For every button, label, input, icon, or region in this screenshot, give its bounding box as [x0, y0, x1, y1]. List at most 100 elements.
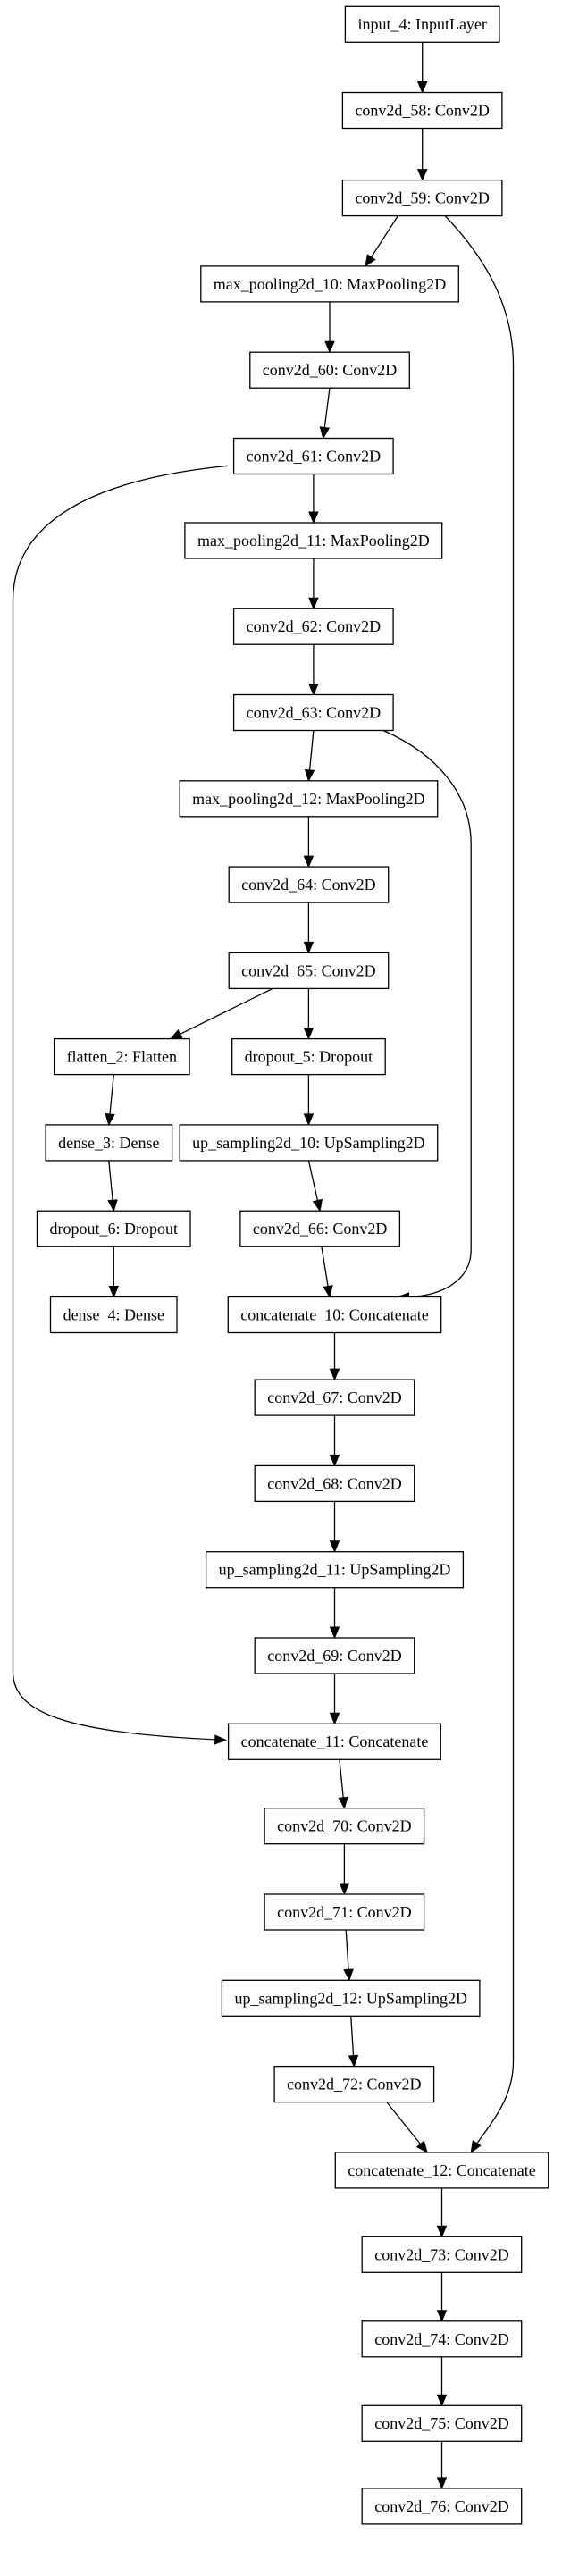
edge-line — [323, 388, 331, 430]
edge-conv2d_62-to-conv2d_63 — [308, 644, 319, 696]
node-box — [205, 1551, 465, 1589]
layer-node-conv2d-71: conv2d_71: Conv2D — [264, 1893, 425, 1931]
node-box — [361, 2236, 523, 2273]
node-box — [232, 693, 394, 732]
node-box — [227, 1723, 441, 1760]
edge-line — [369, 215, 398, 259]
layer-node-concatenate-10: concatenate_10: Concatenate — [227, 1296, 442, 1334]
edge-input_4-to-conv2d_58 — [416, 42, 428, 94]
edge-up_sampling2d_11-to-conv2d_69 — [329, 1587, 340, 1640]
layer-node-concatenate-11: concatenate_11: Concatenate — [227, 1723, 441, 1760]
arrowhead — [329, 1540, 340, 1553]
edge-conv2d_66-to-concatenate_10 — [321, 1246, 333, 1298]
node-label: conv2d_70: Conv2D — [277, 1817, 412, 1835]
layer-node-up-sampling2d-11: up_sampling2d_11: UpSampling2D — [205, 1551, 465, 1589]
node-label: conv2d_75: Conv2D — [374, 2414, 509, 2432]
arrowhead — [329, 1368, 340, 1381]
node-box — [184, 522, 443, 559]
arrowhead — [416, 81, 428, 94]
arrowhead — [338, 1796, 348, 1809]
node-label: dense_3: Dense — [58, 1134, 159, 1152]
node-label: conv2d_58: Conv2D — [355, 102, 490, 120]
edges-layer — [12, 42, 515, 2490]
node-box — [361, 2320, 523, 2358]
arrowhead — [365, 254, 376, 267]
arrowhead — [105, 1112, 115, 1127]
layer-node-conv2d-66: conv2d_66: Conv2D — [239, 1210, 401, 1247]
arrowhead — [303, 1113, 315, 1127]
layer-node-conv2d-58: conv2d_58: Conv2D — [341, 91, 503, 130]
node-box — [264, 1808, 425, 1845]
node-label: conv2d_69: Conv2D — [267, 1647, 402, 1665]
layer-node-conv2d-62: conv2d_62: Conv2D — [232, 608, 394, 645]
edge-conv2d_59-to-concatenate_12 — [444, 215, 515, 2154]
node-label: up_sampling2d_11: UpSampling2D — [219, 1561, 451, 1579]
layer-node-concatenate-12: concatenate_12: Concatenate — [334, 2152, 549, 2189]
edge-conv2d_71-to-up_sampling2d_12 — [343, 1929, 354, 1982]
layer-node-flatten-2: flatten_2: Flatten — [53, 1037, 190, 1076]
node-label: input_4: InputLayer — [357, 15, 486, 33]
arrowhead — [303, 855, 315, 868]
node-label: conv2d_73: Conv2D — [374, 2245, 509, 2263]
node-label: conv2d_72: Conv2D — [287, 2076, 422, 2094]
edge-line — [109, 1074, 114, 1117]
node-box — [249, 351, 410, 389]
edge-concatenate_11-to-conv2d_70 — [338, 1759, 348, 1809]
edge-conv2d_74-to-conv2d_75 — [436, 2356, 448, 2407]
arrowhead — [303, 941, 315, 954]
layer-node-conv2d-72: conv2d_72: Conv2D — [273, 2065, 435, 2103]
layer-node-conv2d-74: conv2d_74: Conv2D — [361, 2320, 523, 2358]
node-box — [232, 608, 394, 645]
edge-conv2d_69-to-concatenate_11 — [329, 1674, 340, 1725]
layer-node-conv2d-60: conv2d_60: Conv2D — [249, 351, 410, 389]
node-label: max_pooling2d_12: MaxPooling2D — [192, 790, 425, 808]
node-box — [200, 265, 459, 303]
node-label: conv2d_63: Conv2D — [247, 704, 382, 722]
arrowhead — [436, 2394, 448, 2407]
node-label: dropout_5: Dropout — [245, 1048, 373, 1066]
arrowhead — [329, 1626, 340, 1640]
node-label: conv2d_68: Conv2D — [267, 1474, 402, 1492]
edge-conv2d_59-to-max_pooling2d_10 — [365, 215, 398, 267]
node-label: conv2d_64: Conv2D — [241, 876, 376, 894]
node-box — [273, 2065, 435, 2103]
node-label: conv2d_67: Conv2D — [267, 1389, 402, 1406]
layer-node-dense-4: dense_4: Dense — [49, 1296, 178, 1334]
layer-node-dropout-6: dropout_6: Dropout — [36, 1210, 191, 1247]
node-label: flatten_2: Flatten — [67, 1048, 177, 1066]
layer-node-conv2d-70: conv2d_70: Conv2D — [264, 1808, 425, 1845]
edge-up_sampling2d_10-to-conv2d_66 — [307, 1160, 323, 1212]
node-box — [221, 1979, 481, 2017]
edge-conv2d_72-to-concatenate_12 — [386, 2102, 428, 2153]
edge-dropout_6-to-dense_4 — [108, 1246, 120, 1298]
node-box — [239, 1210, 401, 1247]
node-label: max_pooling2d_10: MaxPooling2D — [214, 275, 447, 293]
layer-node-conv2d-75: conv2d_75: Conv2D — [361, 2404, 523, 2442]
layer-node-max-pooling2d-11: max_pooling2d_11: MaxPooling2D — [184, 522, 443, 559]
edge-conv2d_64-to-conv2d_65 — [303, 902, 315, 954]
node-box — [254, 1637, 415, 1674]
edge-conv2d_65-to-dropout_5 — [303, 988, 315, 1040]
arrowhead — [329, 1454, 340, 1467]
edge-dense_3-to-dropout_6 — [107, 1160, 118, 1212]
arrowhead — [329, 1712, 340, 1725]
edge-max_pooling2d_10-to-conv2d_60 — [324, 301, 335, 354]
node-box — [264, 1893, 425, 1931]
node-label: conv2d_60: Conv2D — [263, 361, 398, 379]
node-box — [344, 5, 500, 43]
node-box — [227, 1296, 442, 1334]
edge-max_pooling2d_11-to-conv2d_62 — [308, 558, 319, 610]
node-box — [361, 2404, 523, 2442]
node-box — [36, 1210, 191, 1247]
edge-conv2d_70-to-conv2d_71 — [339, 1843, 350, 1896]
edge-line — [12, 465, 228, 1741]
arrowhead — [436, 2225, 448, 2238]
arrowhead — [415, 2140, 428, 2153]
edge-conv2d_58-to-conv2d_59 — [416, 128, 428, 181]
node-label: conv2d_65: Conv2D — [241, 961, 376, 979]
edge-conv2d_65-to-flatten_2 — [169, 987, 273, 1040]
layer-node-conv2d-63: conv2d_63: Conv2D — [232, 693, 394, 732]
layer-node-dense-3: dense_3: Dense — [45, 1124, 173, 1162]
edge-conv2d_61-to-max_pooling2d_11 — [308, 474, 319, 524]
